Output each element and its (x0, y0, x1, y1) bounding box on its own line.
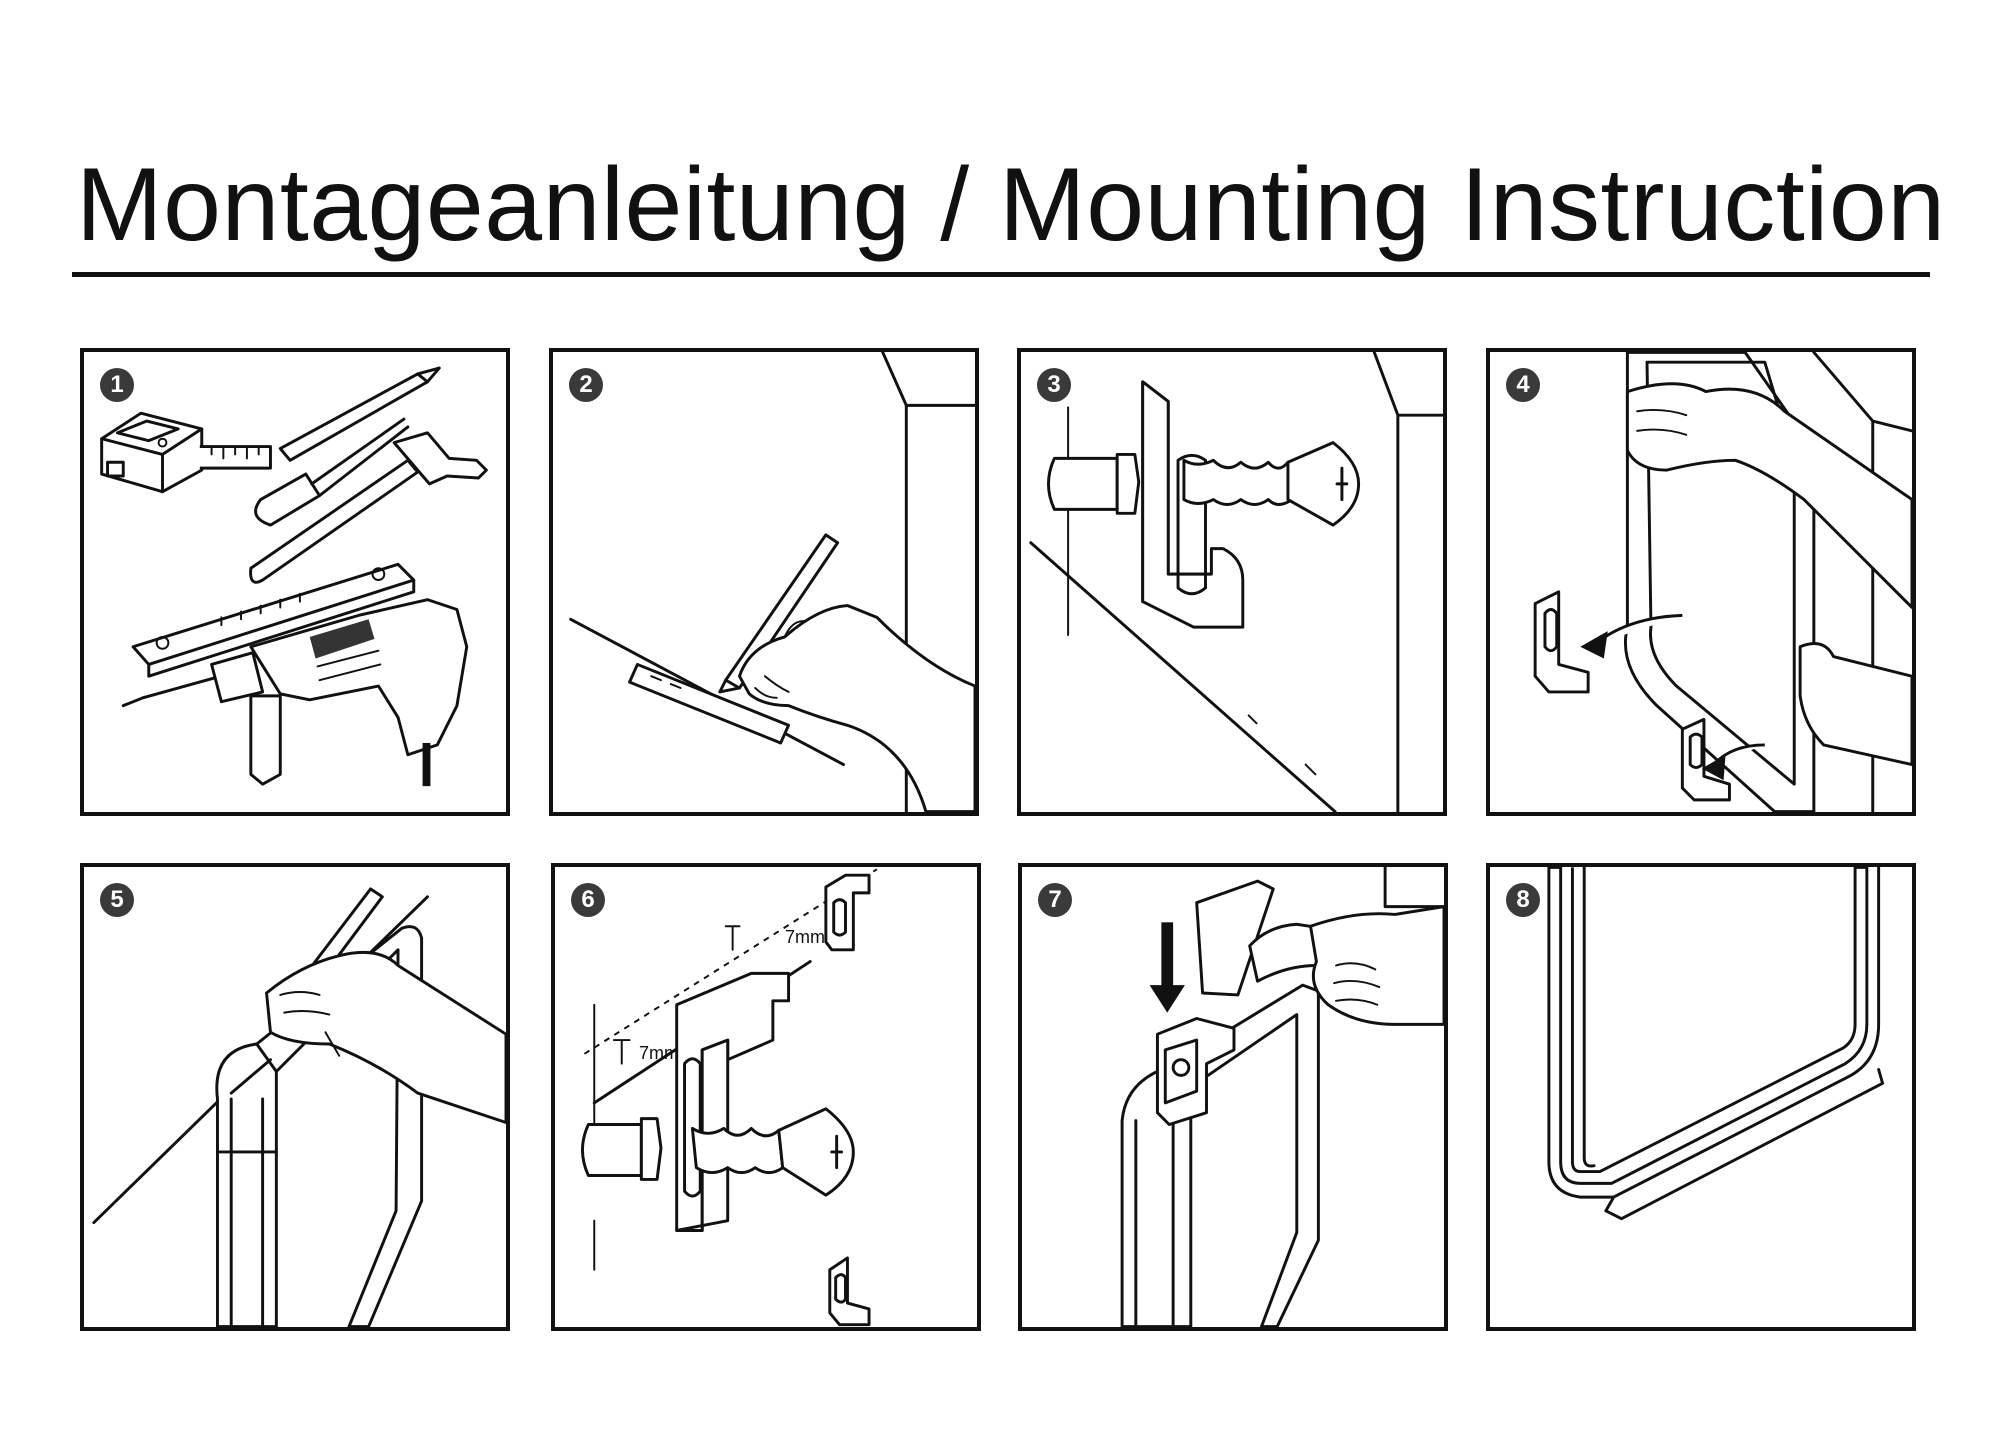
offset-label-bottom: 7mm (639, 1043, 679, 1063)
step-number-5: 5 (100, 883, 134, 917)
screw-bracket-icon (1029, 352, 1443, 812)
step-number-7: 7 (1038, 883, 1072, 917)
hammer-icon (1120, 867, 1444, 1327)
step-panel-4: 4 (1486, 348, 1916, 816)
step-panel-1: 1 (80, 348, 510, 816)
step-number-2: 2 (569, 368, 603, 402)
step-panel-8: 8 (1486, 863, 1916, 1331)
step-number-1: 1 (100, 368, 134, 402)
mark-frame-icon (92, 887, 506, 1327)
hang-board-icon (1533, 352, 1912, 812)
offset-label-top: 7mm (785, 927, 825, 947)
step-number-6: 6 (571, 883, 605, 917)
tools-icon (100, 366, 488, 787)
step-panel-5: 5 (80, 863, 510, 1331)
step-panel-7: 7 (1018, 863, 1448, 1331)
mounted-board-icon (1547, 867, 1885, 1221)
step-number-3: 3 (1037, 368, 1071, 402)
step-panel-2: 2 (549, 348, 979, 816)
page-title: Montageanleitung / Mounting Instruction (76, 147, 1946, 263)
title-divider (72, 272, 1930, 277)
step-panel-6: 6 7mm 7mm (551, 863, 981, 1331)
offset-bracket-icon (581, 868, 878, 1327)
step-panel-3: 3 (1017, 348, 1447, 816)
step-number-8: 8 (1506, 883, 1540, 917)
mark-wall-icon (569, 352, 975, 812)
step-number-4: 4 (1506, 368, 1540, 402)
